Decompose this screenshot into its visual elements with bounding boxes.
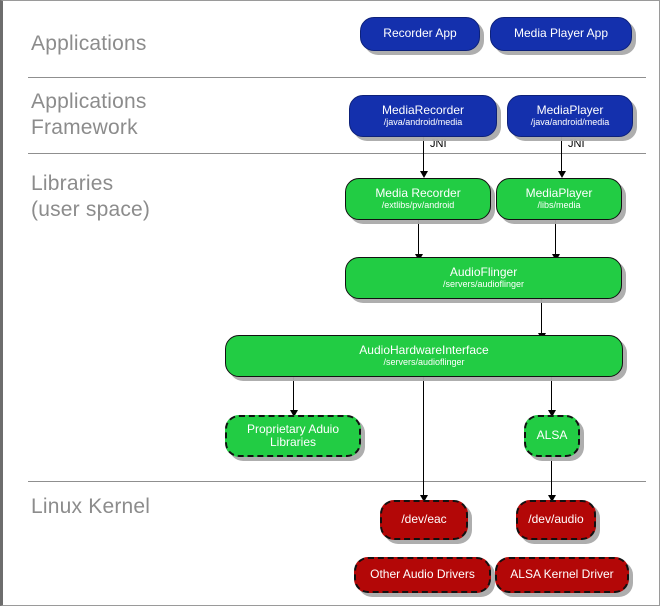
node-mediaplayer-framework-path: /java/android/media	[530, 117, 610, 128]
node-mediarecorder-framework[interactable]: MediaRecorder /java/android/media	[349, 95, 497, 137]
node-recorder-app[interactable]: Recorder App	[360, 17, 480, 51]
connector-mediaplayer-to-lib	[561, 137, 562, 175]
connector-ahi-to-proprietary-libs	[293, 376, 294, 414]
node-audiohardwareinterface-path: /servers/audioflinger	[383, 357, 465, 368]
arrowhead-ahi-to-proprietary-libs	[290, 410, 298, 417]
node-audioflinger[interactable]: AudioFlinger /servers/audioflinger	[345, 257, 622, 299]
node-dev-eac-title: /dev/eac	[401, 512, 447, 527]
node-media-recorder-lib[interactable]: Media Recorder /extlibs/pv/android	[345, 178, 491, 220]
node-other-audio-drivers-title: Other Audio Drivers	[370, 567, 475, 582]
section-label-applications: Applications	[31, 32, 147, 55]
arrowhead-ahi-to-alsa	[548, 410, 556, 417]
node-dev-audio[interactable]: /dev/audio	[516, 500, 596, 540]
node-mediarecorder-framework-title: MediaRecorder	[381, 102, 465, 117]
node-audiohardwareinterface-title: AudioHardwareInterface	[359, 342, 489, 357]
node-audioflinger-title: AudioFlinger	[449, 264, 518, 279]
arrowhead-mediaplayer-to-lib	[558, 171, 566, 178]
node-mediaplayer-lib-title: MediaPlayer	[525, 185, 593, 200]
connector-alsa-to-dev-audio	[551, 456, 552, 499]
node-dev-eac[interactable]: /dev/eac	[380, 500, 468, 540]
node-proprietary-audio-libraries[interactable]: Proprietary Aduio Libraries	[225, 415, 361, 457]
section-label-applications-framework: Applications Framework	[31, 90, 147, 139]
node-dev-audio-title: /dev/audio	[528, 512, 584, 527]
node-recorder-app-title: Recorder App	[383, 26, 457, 41]
separator-applications	[28, 77, 646, 78]
arrowhead-alsa-to-dev-audio	[548, 495, 556, 502]
section-label-linux-kernel: Linux Kernel	[31, 495, 151, 518]
arrowhead-ahi-to-dev-eac	[420, 495, 428, 502]
node-proprietary-audio-libraries-title: Proprietary Aduio	[246, 421, 340, 436]
node-other-audio-drivers[interactable]: Other Audio Drivers	[354, 557, 491, 593]
arrowhead-mediarecorder-to-lib	[420, 171, 428, 178]
node-mediarecorder-framework-path: /java/android/media	[383, 117, 463, 128]
node-media-recorder-lib-path: /extlibs/pv/android	[381, 200, 455, 211]
node-media-player-app-title: Media Player App	[513, 26, 609, 41]
node-mediaplayer-lib-path: /libs/media	[537, 200, 581, 211]
edge-label-jni-recorder: JNI	[430, 138, 447, 150]
node-audioflinger-path: /servers/audioflinger	[442, 279, 525, 290]
connector-mediaplayer-lib-to-audioflinger	[555, 220, 556, 259]
connector-mediarecorder-lib-to-audioflinger	[418, 220, 419, 259]
node-proprietary-audio-libraries-title2: Libraries	[269, 435, 317, 449]
node-mediaplayer-lib[interactable]: MediaPlayer /libs/media	[496, 178, 622, 220]
separator-libraries	[28, 481, 646, 482]
node-mediaplayer-framework[interactable]: MediaPlayer /java/android/media	[507, 95, 633, 137]
connector-audioflinger-to-ahi	[541, 298, 542, 338]
node-media-recorder-lib-title: Media Recorder	[375, 185, 461, 200]
node-mediaplayer-framework-title: MediaPlayer	[536, 102, 604, 117]
node-media-player-app[interactable]: Media Player App	[490, 17, 632, 51]
node-audiohardwareinterface[interactable]: AudioHardwareInterface /servers/audiofli…	[225, 335, 623, 377]
node-alsa[interactable]: ALSA	[524, 415, 580, 457]
edge-label-jni-player: JNI	[568, 138, 585, 150]
connector-ahi-to-dev-eac	[423, 376, 424, 499]
connector-ahi-to-alsa	[551, 376, 552, 414]
node-alsa-kernel-driver[interactable]: ALSA Kernel Driver	[495, 557, 629, 593]
separator-applications-framework	[28, 153, 646, 154]
node-alsa-title: ALSA	[536, 428, 568, 443]
section-label-libraries: Libraries (user space)	[31, 172, 151, 221]
connector-mediarecorder-to-lib	[423, 137, 424, 175]
node-alsa-kernel-driver-title: ALSA Kernel Driver	[510, 567, 614, 582]
